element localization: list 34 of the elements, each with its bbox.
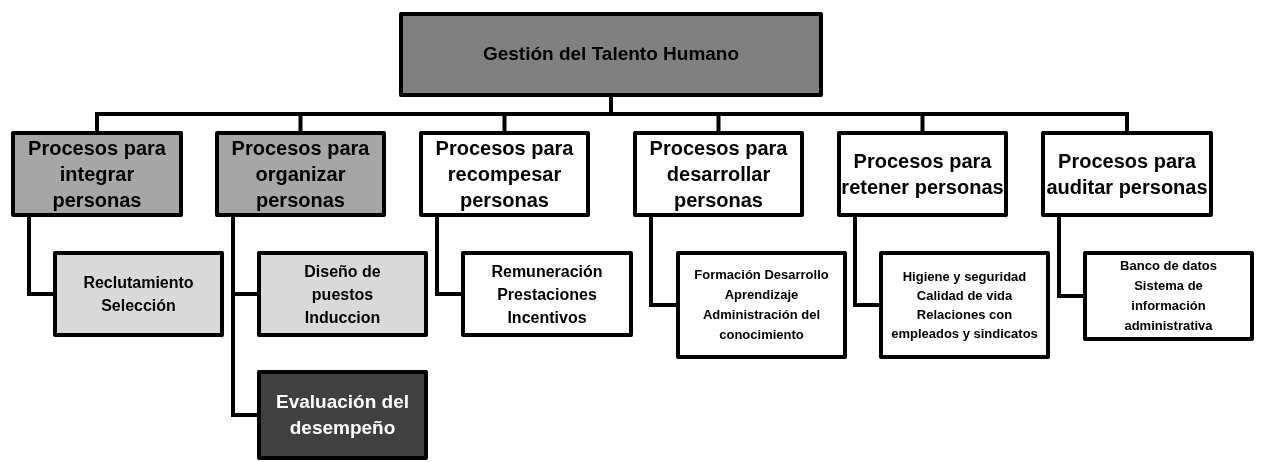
box-label: Procesos para recompesar personas <box>434 136 575 213</box>
process-box <box>53 251 224 337</box>
process-box <box>1041 131 1213 217</box>
connector-line <box>649 217 676 307</box>
box-label: Procesos para organizar personas <box>230 136 371 213</box>
process-box <box>879 251 1050 359</box>
connector-line <box>853 217 879 307</box>
box-label: Diseño de puestos Induccion <box>303 261 382 328</box>
box-label: Evaluación del desempeño <box>274 390 410 440</box>
process-box <box>1083 251 1254 341</box>
connector-line <box>609 97 1129 131</box>
process-box <box>633 131 804 217</box>
box-label: Procesos para integrar personas <box>27 136 167 213</box>
process-box <box>257 370 428 460</box>
process-box <box>461 251 633 337</box>
process-box <box>257 251 428 337</box>
process-box <box>11 131 183 217</box>
box-label: Reclutamiento Selección <box>82 273 195 316</box>
process-box <box>215 131 386 217</box>
connector-line <box>27 217 53 296</box>
box-label: Procesos para retener personas <box>841 149 1004 200</box>
box-label: Banco de datos Sistema de información administrativa <box>1119 257 1218 335</box>
box-label: Higiene y seguridad Calidad de vida Relaciones con empleados y sindicatos <box>890 268 1039 343</box>
connector-line <box>1057 217 1083 298</box>
box-label: Gestión del Talento Humano <box>482 42 740 67</box>
process-box <box>399 12 823 97</box>
process-box <box>676 251 847 359</box>
box-label: Formación Desarrollo Aprendizaje Administración del conocimiento <box>693 266 830 344</box>
box-label: Procesos para auditar personas <box>1045 149 1209 200</box>
connector-line <box>435 217 461 296</box>
box-label: Procesos para desarrollar personas <box>648 136 789 213</box>
process-box <box>837 131 1008 217</box>
box-label: Remuneración Prestaciones Incentivos <box>490 261 604 328</box>
process-box <box>419 131 590 217</box>
